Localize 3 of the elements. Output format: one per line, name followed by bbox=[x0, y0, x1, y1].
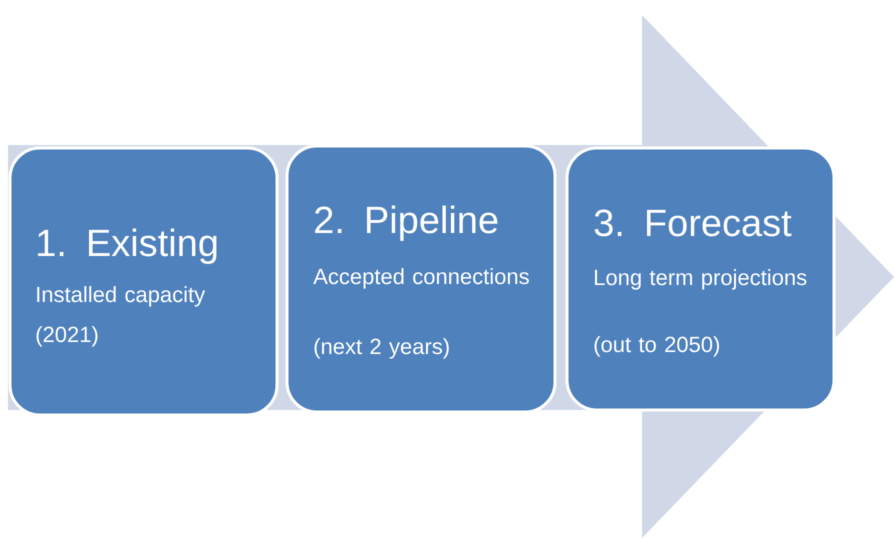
process-box: 2. Pipeline Accepted connections (next 2 years) bbox=[286, 144, 556, 414]
process-box: 3. Forecast Long term projections (out to 2050) bbox=[566, 146, 836, 412]
process-box: 1. Existing Installed capacity (2021) bbox=[8, 146, 278, 416]
